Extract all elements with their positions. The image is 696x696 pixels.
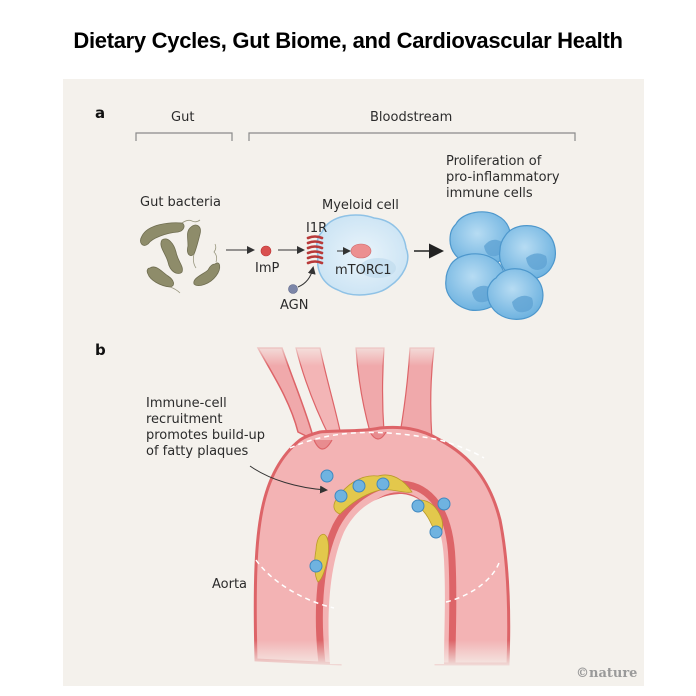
gut-bacteria-icon xyxy=(140,219,221,294)
gut-bracket xyxy=(135,132,233,141)
i1r-label: I1R xyxy=(306,221,328,236)
aorta-illustration xyxy=(240,340,530,670)
figure-title: Dietary Cycles, Gut Biome, and Cardiovas… xyxy=(73,28,623,53)
agn-label: AGN xyxy=(280,298,309,313)
bloodstream-bracket xyxy=(248,132,576,141)
nature-credit: ©nature xyxy=(576,666,638,681)
recruited-immune-cells-icon xyxy=(309,469,451,573)
recruitment-label: Immune-cell recruitment promotes build-u… xyxy=(146,396,266,459)
gut-bacteria-label: Gut bacteria xyxy=(140,195,221,210)
panel-b-label: b xyxy=(95,341,106,359)
aorta-label: Aorta xyxy=(212,577,248,592)
region-gut-label: Gut xyxy=(171,110,195,125)
myeloid-cell-label: Myeloid cell xyxy=(322,198,399,213)
proliferation-label: Proliferation of pro-inflammatory immune… xyxy=(446,154,560,201)
panel-a-label: a xyxy=(95,104,106,122)
imp-label: ImP xyxy=(255,261,280,276)
mtorc1-label: mTORC1 xyxy=(335,263,392,278)
mtorc1-icon xyxy=(350,243,372,259)
region-bloodstream-label: Bloodstream xyxy=(370,110,453,125)
arrow-agn-to-receptor xyxy=(297,266,316,288)
arrow-annotation-to-plaque xyxy=(249,465,328,494)
imp-molecule-icon xyxy=(260,245,272,257)
agn-molecule-icon xyxy=(288,284,298,294)
i1r-receptor-icon xyxy=(306,235,324,265)
immune-cells-cluster-icon xyxy=(445,211,556,320)
